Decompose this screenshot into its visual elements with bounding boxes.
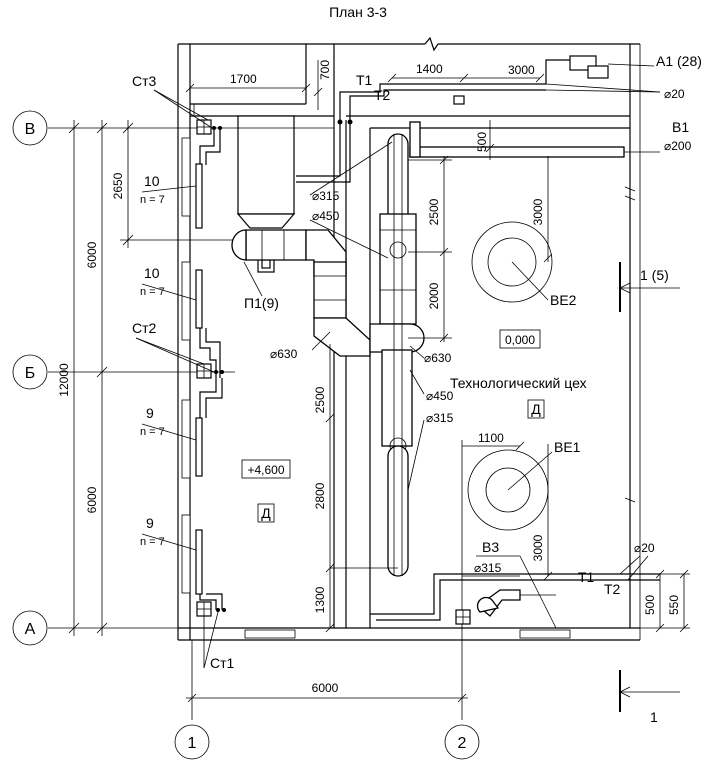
axis-label-2: 2 [458,735,467,752]
dim-3000-top: 3000 [508,63,535,77]
label-dia315-top: ⌀315 [312,189,340,203]
label-t2-top: Т2 [374,87,391,103]
radiator-3-n: n = 7 [140,426,165,438]
axis-marker-1: 1 [174,724,210,760]
dim-1400: 1400 [416,62,443,76]
label-dia630-left: ⌀630 [270,347,298,361]
dim-2650: 2650 [111,172,125,199]
axis-marker-v: В [12,110,48,146]
dimension-lines-top [185,60,545,110]
label-dia20-top: ⌀20 [664,87,685,101]
axis-label-v: В [25,121,36,138]
dimension-lines-left [68,120,250,636]
dim-2000: 2000 [427,282,441,309]
label-b1: В1 [672,119,689,135]
room-category-right: Д [531,401,541,417]
supply-unit-p1 [231,229,371,357]
label-st3: Ст3 [132,73,157,89]
dim-1700: 1700 [230,72,257,86]
dimension-line-bottom [186,693,468,703]
section-mark-1 [619,670,680,712]
leader-dia630-left [311,331,331,351]
label-b3: В3 [482,539,499,555]
dim-550: 550 [667,595,681,615]
axis-label-1: 1 [188,735,197,752]
label-p1: П1(9) [244,295,279,311]
room-category-left: Д [261,505,271,521]
axis-marker-b: Б [12,354,48,390]
exhaust-fan-be1 [467,449,553,531]
label-dia315-bottom: ⌀315 [426,411,454,425]
label-t2-bottom: Т2 [604,581,621,597]
label-t1-top: Т1 [356,72,373,88]
level-box-0 [499,329,541,349]
label-dia200: ⌀200 [664,139,692,153]
dim-6000-upper: 6000 [85,241,99,268]
label-t1-bottom: Т1 [578,569,595,585]
plan-title: План 3-3 [329,4,387,20]
level-box-4600 [241,459,291,479]
dim-1100: 1100 [478,431,504,445]
dim-2500-lower: 2500 [313,386,327,413]
dim-6000-lower: 6000 [85,486,99,513]
risers-heating [135,89,226,669]
label-section-1-5: 1 (5) [640,267,669,283]
radiator-1-n: n = 7 [140,194,165,206]
exhaust-fan-be2 [471,221,553,303]
room-box-d-left [257,503,275,523]
label-dia20-bottom: ⌀20 [634,541,655,555]
radiator-2-count: 10 [144,265,160,281]
radiator-1-count: 10 [144,173,160,189]
label-st2: Ст2 [132,320,157,336]
pipes-t1-t2-top [296,55,661,183]
axis-label-a: А [25,621,36,638]
radiator-2-n: n = 7 [140,286,165,298]
label-dia315-b3: ⌀315 [474,561,502,575]
label-dia450-bottom: ⌀450 [426,389,454,403]
dim-500-top: 500 [475,132,489,152]
main-duct-vertical [309,133,425,577]
axis-marker-a: А [12,610,48,646]
duct-b3-and-pipes [370,555,690,633]
section-mark-1-5 [619,262,680,312]
radiator-4-count: 9 [146,515,154,531]
level-4600: +4,600 [247,463,284,477]
room-name-workshop: Технологический цех [450,375,587,391]
label-st1: Ст1 [210,655,235,671]
dim-700: 700 [318,60,332,80]
axis-label-b: Б [25,365,36,382]
label-be1: ВЕ1 [554,439,581,455]
dim-6000-bottom: 6000 [312,681,339,695]
label-section-1: 1 [650,709,658,725]
axis-marker-2: 2 [444,724,480,760]
level-0000: 0,000 [505,333,535,347]
label-a1: А1 (28) [656,53,702,69]
duct-b1 [409,120,660,160]
room-box-d-right [527,399,545,419]
dim-500-bottom: 500 [643,595,657,615]
dim-1300: 1300 [313,586,327,613]
dim-2800: 2800 [313,482,327,509]
dim-3000-upper: 3000 [531,198,545,225]
dimension-lines-interior [325,155,553,633]
label-be2: ВЕ2 [550,292,577,308]
radiator-3-count: 9 [146,405,154,421]
label-dia450-top: ⌀450 [312,209,340,223]
label-dia630-right: ⌀630 [424,351,452,365]
dim-2500-upper: 2500 [427,198,441,225]
dim-12000: 12000 [57,363,71,397]
radiator-4-n: n = 7 [140,536,165,548]
dim-3000-lower: 3000 [531,534,545,561]
